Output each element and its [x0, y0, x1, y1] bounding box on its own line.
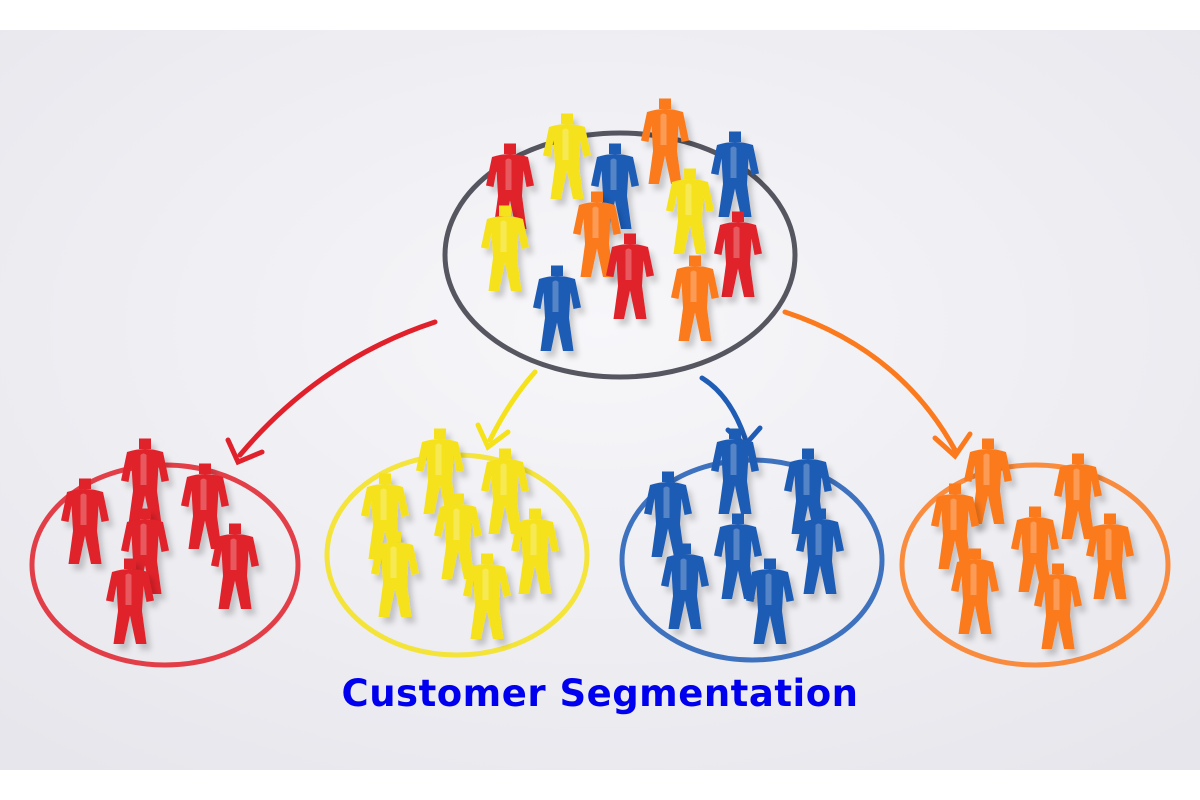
person-figure — [121, 438, 169, 524]
person-figure — [211, 523, 259, 609]
person-figure — [714, 211, 762, 297]
person-figure — [641, 98, 689, 184]
person-figure — [661, 543, 709, 629]
person-figure — [1011, 506, 1059, 592]
person-figure — [573, 191, 621, 277]
person-figure — [671, 255, 719, 341]
person-figure — [951, 548, 999, 634]
background — [0, 30, 1200, 770]
person-figure — [666, 168, 714, 254]
person-figure — [371, 531, 419, 617]
person-figure — [714, 513, 762, 599]
arrow-red — [225, 319, 438, 466]
person-figure — [543, 113, 591, 199]
person-figure — [416, 428, 464, 514]
person-figure — [644, 471, 692, 557]
person-figure — [481, 205, 529, 291]
person-figure — [533, 265, 581, 351]
person-figure — [606, 233, 654, 319]
main-group-ring — [442, 130, 798, 380]
person-figure — [746, 558, 794, 644]
person-figure — [964, 438, 1012, 524]
person-figure — [1054, 453, 1102, 539]
person-figure — [61, 478, 109, 564]
person-figure — [486, 143, 534, 229]
person-figure — [106, 558, 154, 644]
arrow-orange — [782, 309, 973, 460]
person-figure — [1086, 513, 1134, 599]
caption-title: Customer Segmentation — [341, 672, 859, 715]
person-figure — [711, 131, 759, 217]
person-figure — [434, 493, 482, 579]
segmentation-photo — [0, 30, 1200, 770]
person-figure — [181, 463, 229, 549]
person-figure — [481, 448, 529, 534]
person-figure — [796, 508, 844, 594]
person-figure — [511, 508, 559, 594]
person-figure — [711, 428, 759, 514]
orange-segment-ring — [899, 462, 1171, 668]
arrow-yellow — [475, 369, 538, 451]
person-figure — [931, 483, 979, 569]
person-figure — [1034, 563, 1082, 649]
person-figure — [463, 553, 511, 639]
